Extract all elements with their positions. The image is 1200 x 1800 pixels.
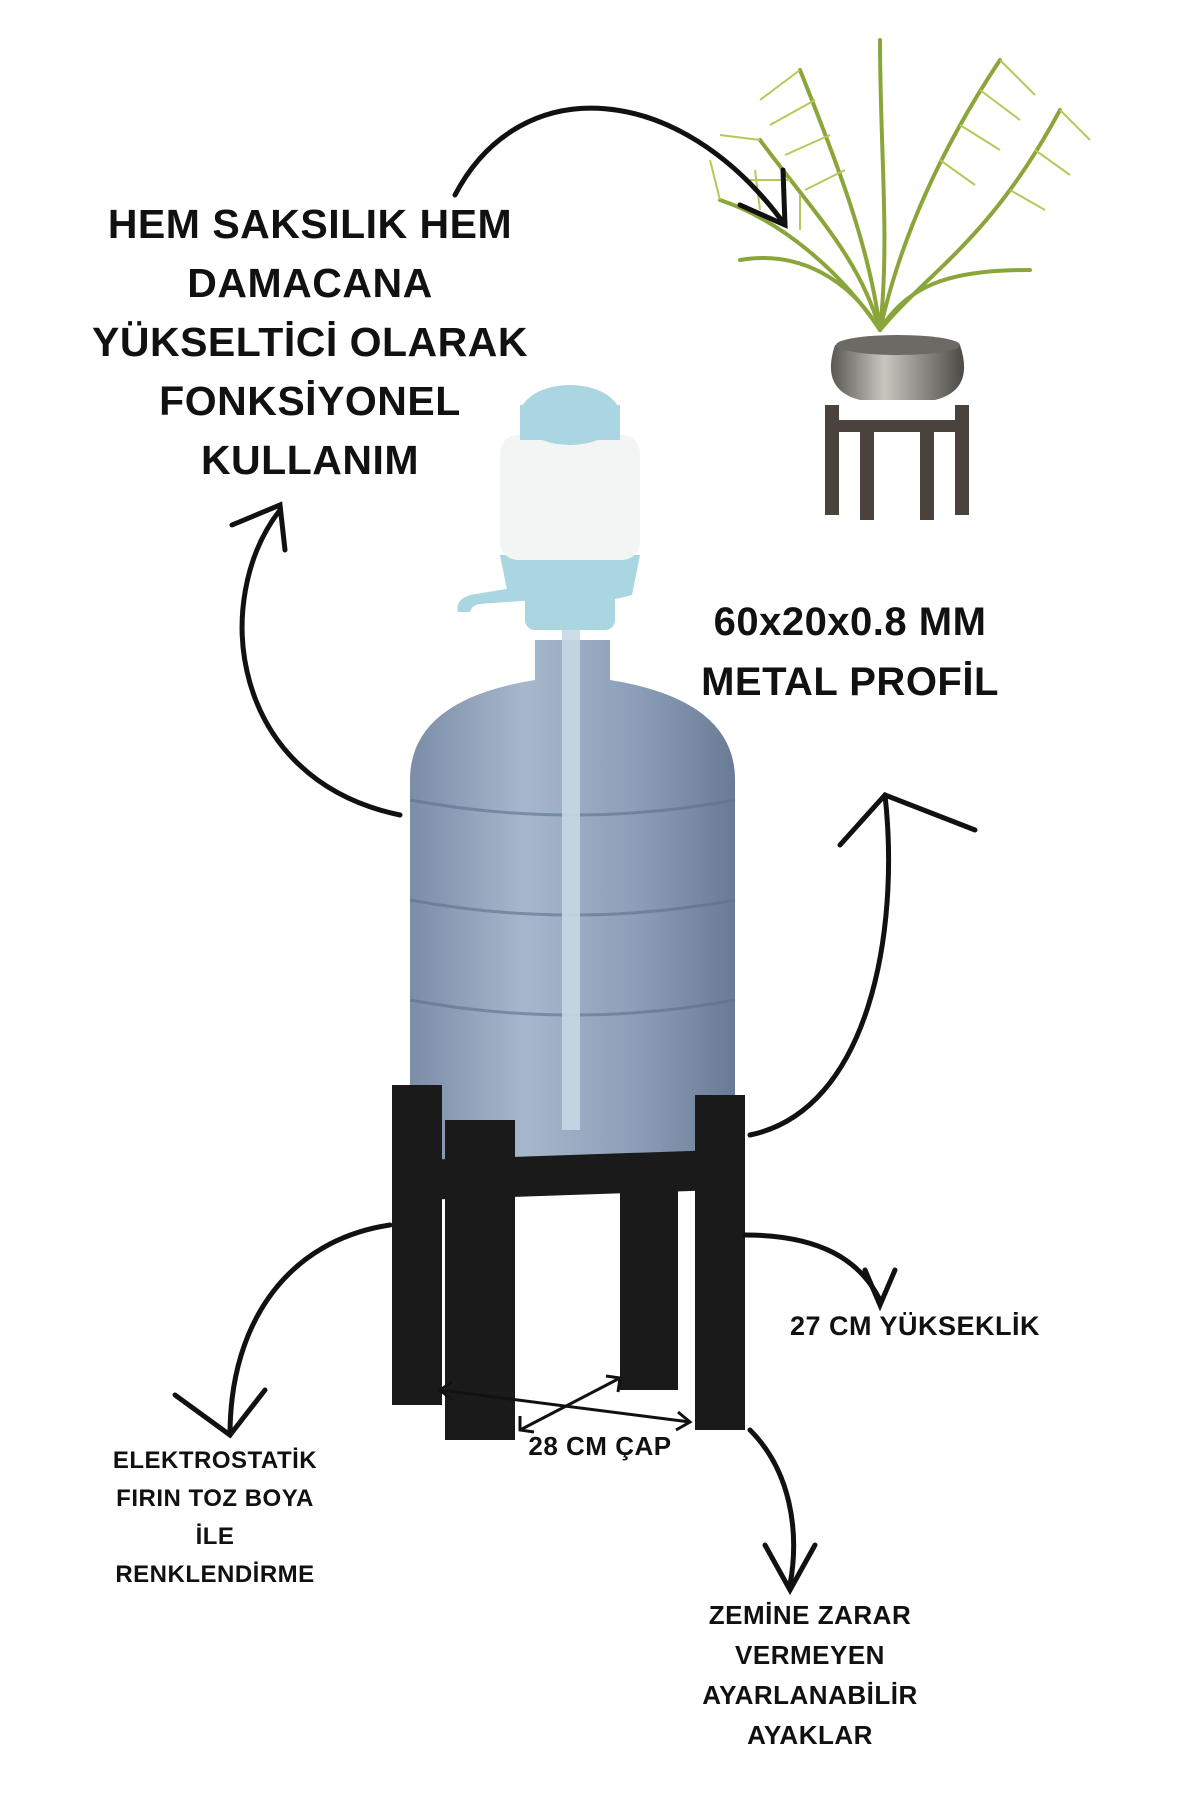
arrow-to-plant bbox=[452, 105, 788, 228]
height-text: 27 CM YÜKSEKLİK bbox=[789, 1311, 1041, 1341]
pump-base bbox=[500, 555, 640, 604]
headline-text: HEM SAKSILIK HEM DAMACANA YÜKSELTİCİ OLA… bbox=[92, 201, 528, 483]
dimension-arrows bbox=[437, 1374, 693, 1434]
arrow-to-feet bbox=[747, 1427, 797, 1588]
stand-leg-back-left bbox=[392, 1085, 442, 1405]
stand-leg-front-right bbox=[695, 1120, 745, 1430]
diameter-text: 28 CM ÇAP bbox=[528, 1431, 672, 1461]
annotation-arrows bbox=[172, 105, 978, 1596]
palm-leaflets bbox=[709, 59, 1091, 230]
arrow-to-height bbox=[742, 1232, 883, 1303]
water-bottle-image bbox=[409, 385, 736, 1170]
pump-body bbox=[500, 435, 640, 560]
stand-leg-front-left bbox=[445, 1120, 515, 1440]
palm-leaves bbox=[718, 38, 1062, 332]
adjustable-feet-text: ZEMİNE ZARAR VERMEYEN AYARLANABİLİR AYAK… bbox=[702, 1600, 918, 1750]
arrow-to-headline bbox=[239, 507, 403, 818]
pump-tube bbox=[562, 620, 580, 1130]
diameter-arrow-2 bbox=[519, 1376, 621, 1432]
plant-stand-image bbox=[709, 38, 1091, 520]
stand-leg-mid bbox=[620, 1160, 678, 1390]
small-metal-stand bbox=[825, 405, 969, 520]
black-stand-image bbox=[392, 1085, 745, 1440]
metal-profile-text: 60x20x0.8 MM METAL PROFİL bbox=[701, 600, 999, 704]
arrow-to-profile bbox=[747, 792, 892, 1138]
arrow-to-paint bbox=[227, 1222, 393, 1438]
flower-pot bbox=[830, 345, 965, 400]
paint-text: ELEKTROSTATİK FIRIN TOZ BOYA İLE RENKLEN… bbox=[112, 1447, 318, 1588]
